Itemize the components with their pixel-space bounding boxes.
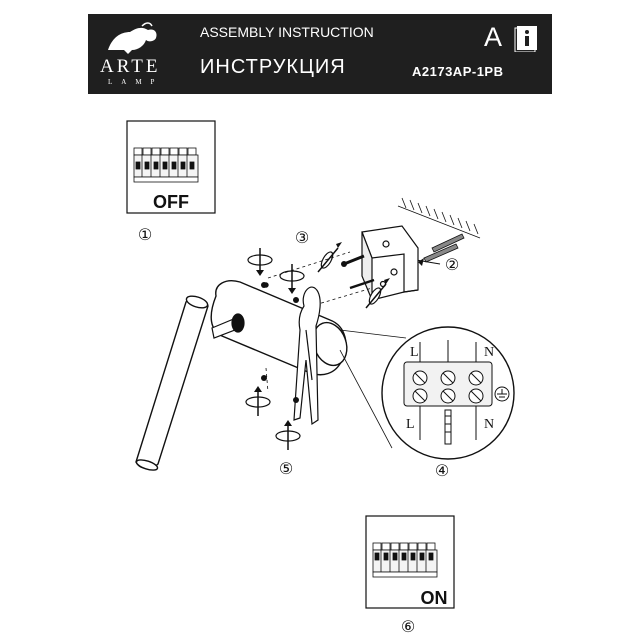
- screwdriver-rotate-icon-lower: [365, 278, 390, 309]
- bracket-screw-icon: [341, 254, 375, 290]
- on-label: ON: [421, 588, 448, 608]
- step6-number: ⑥: [401, 617, 415, 636]
- lower-screw-icon: [261, 375, 299, 403]
- screwdriver-rotate-icon-upper: [317, 242, 342, 273]
- callout-line: [339, 329, 407, 339]
- step2-arrow: [415, 259, 441, 265]
- wall-anchor-icon: [418, 233, 465, 266]
- step3-number: ③: [295, 228, 309, 247]
- terminal-label-top-l: L: [410, 345, 419, 360]
- brand-subtitle: LAMP: [108, 78, 164, 86]
- header-bar: ARTE LAMP ASSEMBLY INSTRUCTION ИНСТРУКЦИ…: [88, 14, 552, 94]
- brand-name: ARTE: [100, 56, 161, 77]
- rotate-arrow-icon-2: [279, 264, 305, 294]
- manual-book-icon: [514, 26, 537, 52]
- lamp-tube: [135, 295, 209, 471]
- wall-hatching: [397, 197, 481, 239]
- lion-logo-icon: [108, 22, 157, 54]
- hand-illustration: [293, 286, 321, 426]
- step5-number: ⑤: [279, 459, 293, 478]
- language-letter: A: [484, 22, 503, 52]
- step1-number: ①: [138, 225, 152, 244]
- step1-breaker-panel: OFF: [126, 120, 216, 214]
- breaker-switch-row: [133, 147, 199, 183]
- off-label: OFF: [153, 192, 189, 212]
- step6-breaker-panel: ON: [365, 515, 455, 609]
- step2-number: ②: [445, 255, 459, 274]
- title-russian: ИНСТРУКЦИЯ: [200, 56, 346, 78]
- terminal-label-bottom-l: L: [406, 417, 415, 432]
- step4-number: ④: [435, 461, 449, 480]
- title-english: ASSEMBLY INSTRUCTION: [200, 24, 374, 40]
- rotate-arrow-icon-4: [275, 420, 301, 450]
- mounting-bracket: [361, 225, 419, 301]
- rotate-arrow-icon-1: [247, 248, 273, 276]
- lamp-arm: [211, 313, 245, 339]
- callout-line-lower: [339, 349, 393, 449]
- rotate-arrow-icon-3: [245, 386, 271, 416]
- terminal-label-bottom-n: N: [484, 417, 494, 432]
- terminal-label-top-n: N: [484, 345, 494, 360]
- model-code: A2173AP-1PB: [412, 64, 504, 79]
- ground-symbol-icon: [494, 386, 510, 402]
- terminal-block-callout: L N L N: [381, 326, 515, 460]
